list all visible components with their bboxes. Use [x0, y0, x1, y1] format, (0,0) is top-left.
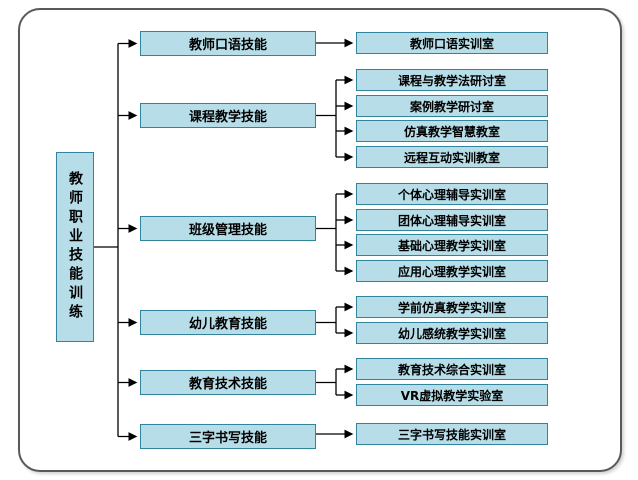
- branch-label: 幼儿教育技能: [188, 317, 267, 332]
- leaf-node: 幼儿感统教学实训室: [356, 322, 548, 344]
- leaf-node: 课程与教学法研讨室: [356, 69, 548, 91]
- leaf-label: 教育技术综合实训室: [397, 362, 506, 377]
- branch-node: 幼儿教育技能: [140, 310, 316, 335]
- leaf-label: 仿真教学智慧教室: [403, 124, 500, 139]
- branch-label: 教师口语技能: [188, 38, 267, 53]
- leaf-node: 应用心理教学实训室: [356, 260, 548, 282]
- root-label: 教师职业技能训练: [67, 171, 83, 323]
- leaf-label: 团体心理辅导实训室: [397, 213, 506, 228]
- leaf-node: 三字书写技能实训室: [356, 423, 548, 445]
- leaf-node: 团体心理辅导实训室: [356, 209, 548, 231]
- branch-label: 教育技术技能: [188, 377, 267, 392]
- leaf-node: 教师口语实训室: [356, 32, 548, 54]
- leaf-label: 远程互动实训教室: [403, 150, 500, 165]
- branch-label: 班级管理技能: [188, 223, 267, 238]
- leaf-label: VR虚拟教学实验室: [400, 388, 504, 403]
- leaf-label: 个体心理辅导实训室: [397, 187, 506, 202]
- branch-node: 三字书写技能: [140, 424, 316, 449]
- branch-node: 课程教学技能: [140, 103, 316, 128]
- branch-node: 教师口语技能: [140, 31, 316, 56]
- leaf-label: 教师口语实训室: [409, 36, 494, 51]
- leaf-node: 基础心理教学实训室: [356, 234, 548, 256]
- leaf-label: 学前仿真教学实训室: [397, 300, 506, 315]
- leaf-label: 三字书写技能实训室: [397, 427, 506, 442]
- branch-label: 课程教学技能: [188, 110, 267, 125]
- branch-node: 班级管理技能: [140, 216, 316, 241]
- leaf-node: 远程互动实训教室: [356, 146, 548, 168]
- leaf-label: 幼儿感统教学实训室: [397, 326, 506, 341]
- leaf-node: 仿真教学智慧教室: [356, 120, 548, 142]
- leaf-node: 教育技术综合实训室: [356, 358, 548, 380]
- leaf-label: 案例教学研讨室: [409, 99, 494, 114]
- leaf-label: 课程与教学法研讨室: [397, 73, 506, 88]
- leaf-label: 应用心理教学实训室: [397, 264, 506, 279]
- branch-label: 三字书写技能: [188, 431, 267, 446]
- branch-node: 教育技术技能: [140, 370, 316, 395]
- leaf-node: 案例教学研讨室: [356, 95, 548, 117]
- leaf-node: VR虚拟教学实验室: [356, 384, 548, 406]
- leaf-node: 个体心理辅导实训室: [356, 183, 548, 205]
- root-node: 教师职业技能训练: [56, 152, 94, 342]
- leaf-label: 基础心理教学实训室: [397, 238, 506, 253]
- leaf-node: 学前仿真教学实训室: [356, 296, 548, 318]
